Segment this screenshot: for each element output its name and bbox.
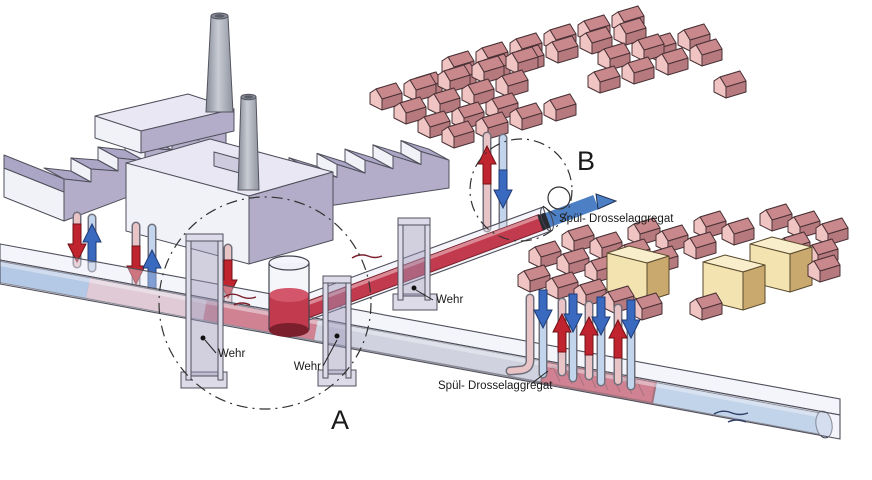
flow-arrow-up-icon bbox=[477, 145, 497, 185]
flow-arrow-down-icon bbox=[67, 223, 87, 263]
settlement-bottom-pipes bbox=[505, 289, 641, 391]
flow-arrow-down-icon bbox=[533, 289, 553, 329]
housing-cluster-top bbox=[369, 5, 747, 149]
marker-a: A bbox=[331, 405, 349, 435]
annotations: Wehr Wehr Wehr Spül- Drosselaggregat Spü… bbox=[204, 146, 674, 435]
flow-arrow-up-icon bbox=[82, 223, 102, 263]
weir-2 bbox=[317, 275, 357, 387]
chimney-2 bbox=[237, 93, 260, 191]
factory-connection-pipes bbox=[67, 211, 238, 311]
junction-shaft bbox=[268, 255, 310, 337]
factory-back-block bbox=[94, 93, 235, 154]
flush-unit-label-bottom: Spül- Drosselaggregat bbox=[438, 380, 553, 392]
marker-b: B bbox=[577, 146, 595, 176]
flow-marks bbox=[351, 254, 383, 259]
flow-marks bbox=[727, 419, 747, 423]
flush-throttle-unit-b-tip bbox=[595, 193, 618, 210]
factory-complex bbox=[3, 12, 450, 265]
detail-circle-a bbox=[158, 196, 372, 410]
flow-marks bbox=[713, 410, 749, 416]
main-sewer-channel bbox=[0, 243, 841, 440]
flow-marks bbox=[233, 302, 251, 306]
detail-circle-b bbox=[469, 138, 573, 242]
casing-ring bbox=[547, 186, 571, 210]
weir-1 bbox=[180, 233, 228, 389]
chimney-1 bbox=[205, 12, 234, 113]
weir-label-3: Wehr bbox=[436, 294, 463, 306]
weir-label-1: Wehr bbox=[218, 348, 245, 360]
weir-3 bbox=[392, 217, 438, 311]
flow-arrow-down-icon bbox=[493, 169, 513, 209]
flow-marks bbox=[223, 293, 257, 299]
flush-unit-label-top: Spül- Drosselaggregat bbox=[559, 213, 674, 225]
flush-throttle-unit-b-body bbox=[545, 194, 599, 228]
weir-label-2: Wehr bbox=[294, 361, 321, 373]
